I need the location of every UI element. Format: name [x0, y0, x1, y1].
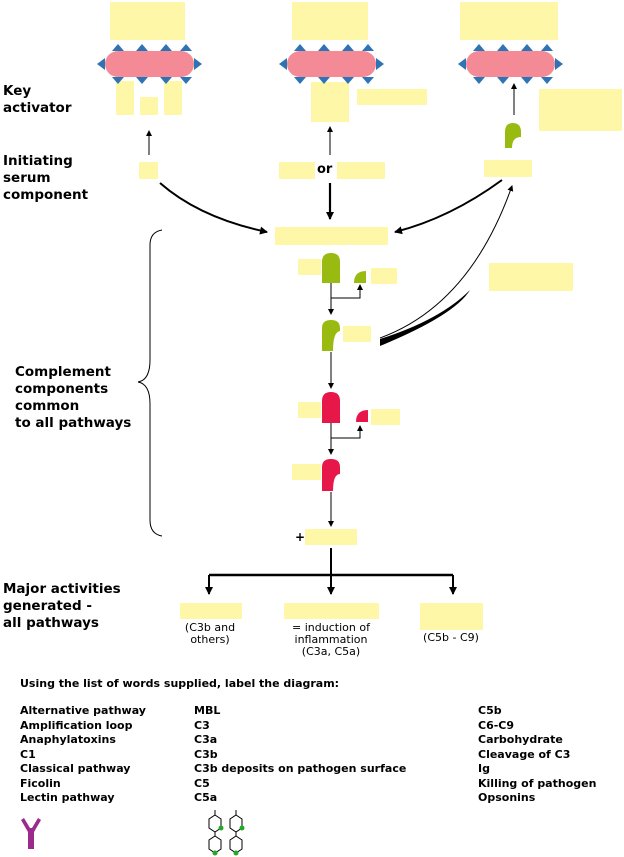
c3-component-icon	[322, 320, 340, 351]
pathogen-icon	[97, 44, 202, 84]
word-item: Ficolin	[20, 776, 61, 790]
c3-component-icon	[354, 271, 366, 283]
word-item: Alternative pathway	[20, 704, 146, 717]
word-item: Classical pathway	[20, 762, 131, 775]
blank-pathway-left[interactable]	[110, 2, 185, 40]
row-label-initiating: Initiating serum component	[3, 153, 89, 203]
blank-c5a[interactable]	[371, 409, 400, 425]
plus-sign: +	[295, 530, 306, 544]
antibody-icon	[21, 818, 41, 849]
word-item: C6-C9	[478, 718, 515, 732]
row-label-key-activator: Key activator	[3, 83, 72, 116]
word-item: Amplification loop	[20, 718, 133, 732]
word-item: MBL	[194, 704, 221, 717]
word-item: C5b	[478, 704, 502, 717]
blank-activator-left-a[interactable]	[116, 81, 134, 115]
blank-activity-middle[interactable]	[284, 603, 379, 619]
word-item: Anaphylatoxins	[20, 733, 116, 746]
pathogen-icon	[458, 44, 563, 84]
blank-c3b[interactable]	[343, 326, 371, 342]
blank-activator-middle[interactable]	[311, 82, 349, 122]
word-item: C1	[20, 747, 36, 761]
instruction-text: Using the list of words supplied, label …	[20, 677, 340, 690]
c3-component-icon	[322, 253, 340, 283]
word-item: Ig	[478, 762, 490, 775]
blank-initiating-middle-b[interactable]	[337, 162, 385, 179]
blank-convergence[interactable]	[275, 227, 388, 245]
activity-note-middle: = induction of inflammation (C3a, C5a)	[292, 621, 370, 658]
word-item: Lectin pathway	[20, 791, 115, 804]
word-item: C3b	[194, 747, 218, 761]
blank-c5b[interactable]	[292, 464, 321, 480]
carbohydrate-chain-icon	[208, 810, 245, 856]
blank-activity-left[interactable]	[180, 603, 242, 619]
word-item: C3b deposits on pathogen surface	[194, 762, 407, 775]
blank-c3a[interactable]	[371, 268, 397, 284]
blank-initiating-middle-a[interactable]	[279, 162, 315, 179]
pathogen-icon	[279, 44, 384, 84]
blank-amplification-note[interactable]	[489, 263, 573, 291]
blank-pathway-right[interactable]	[460, 2, 558, 40]
blank-pathway-middle[interactable]	[292, 2, 368, 40]
or-connector: or	[317, 162, 333, 177]
activity-note-right: (C5b - C9)	[423, 631, 479, 644]
blank-activator-middle-note[interactable]	[357, 89, 427, 105]
word-item: C5	[194, 776, 210, 790]
blank-initiating-left[interactable]	[139, 162, 158, 179]
word-list-col3: C5b C6-C9 Carbohydrate Cleavage of C3 Ig…	[478, 704, 596, 806]
word-item: Opsonins	[478, 791, 536, 804]
c5-component-icon	[322, 459, 340, 491]
word-item: Killing of pathogen	[478, 776, 597, 790]
c5-component-icon	[356, 410, 368, 422]
blank-activator-left-b[interactable]	[140, 97, 158, 115]
word-item: C3a	[194, 733, 218, 746]
blank-activator-right-note[interactable]	[539, 89, 622, 131]
word-item: C3	[194, 718, 210, 732]
c3-component-icon	[505, 123, 521, 148]
blank-c5[interactable]	[298, 402, 321, 418]
blank-activator-left-c[interactable]	[164, 81, 182, 115]
c5-component-icon	[322, 392, 340, 423]
row-label-major: Major activities generated - all pathway…	[3, 581, 121, 631]
activity-note-left: (C3b and others)	[184, 621, 236, 646]
word-item: Carbohydrate	[478, 733, 563, 746]
word-list-col1: Alternative pathway Amplification loop A…	[20, 704, 146, 806]
blank-c6-c9[interactable]	[305, 529, 357, 545]
blank-activity-right[interactable]	[420, 603, 483, 630]
word-item: C5a	[194, 791, 218, 804]
word-item: Cleavage of C3	[478, 747, 571, 761]
blank-initiating-right[interactable]	[484, 160, 532, 177]
blank-c3[interactable]	[298, 259, 321, 275]
row-label-common: Complement components common to all path…	[15, 364, 132, 431]
word-list-col2: MBL C3 C3a C3b C3b deposits on pathogen …	[194, 704, 406, 806]
